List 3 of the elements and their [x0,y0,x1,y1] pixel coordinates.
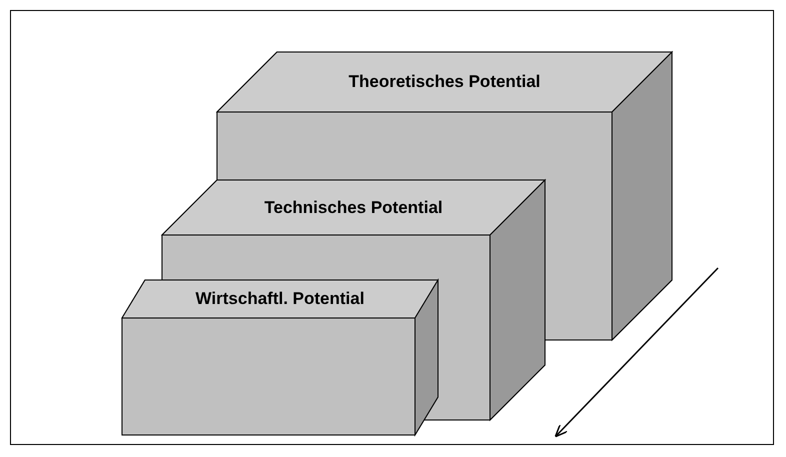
box-label: Wirtschaftl. Potential [196,289,364,309]
box-label: Theoretisches Potential [348,72,540,92]
box-label: Technisches Potential [264,198,443,218]
